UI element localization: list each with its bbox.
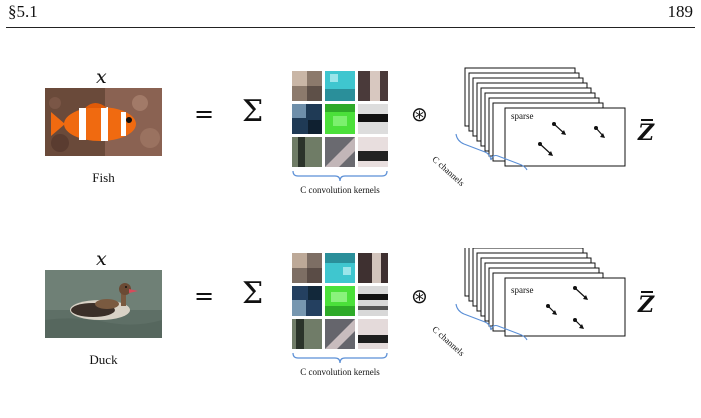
kernel-tile (292, 319, 322, 349)
kernel-tile (358, 253, 388, 283)
result-variable: Z (638, 291, 655, 318)
kernel-tile (358, 104, 388, 134)
page-number: 189 (667, 2, 694, 21)
kernel-tile (358, 71, 388, 101)
kernels-caption: C convolution kernels (300, 367, 380, 377)
kernel-grid (292, 253, 388, 349)
convolution-symbol: ⊛ (411, 284, 428, 308)
image-caption: Duck (89, 352, 118, 367)
kernel-tile (358, 286, 388, 316)
kernel-tile (325, 253, 355, 283)
input-variable: x (96, 66, 107, 88)
sum-symbol: Σ (242, 276, 264, 311)
sparse-feature-map-stack (455, 248, 626, 341)
kernel-tile (292, 286, 322, 316)
sparse-label: sparse (511, 285, 534, 295)
kernel-tile (358, 319, 388, 349)
fish-photo (45, 88, 162, 156)
figure-row-fish: x Fish = Σ C convoluti (0, 66, 701, 236)
kernel-tile (325, 286, 355, 316)
duck-photo (45, 270, 162, 338)
kernel-tile (292, 104, 322, 134)
kernel-grid (292, 71, 388, 167)
equals-sign: = (194, 100, 215, 128)
result-variable: Z (638, 119, 655, 146)
kernel-tile (292, 137, 322, 167)
kernel-tile (358, 137, 388, 167)
kernel-tile (325, 319, 355, 349)
sparse-feature-map-stack (455, 67, 626, 171)
header-rule (6, 27, 695, 28)
equals-sign: = (194, 282, 215, 310)
input-variable: x (96, 248, 107, 270)
section-number: §5.1 (8, 2, 38, 21)
kernel-tile (325, 137, 355, 167)
sum-symbol: Σ (242, 94, 264, 129)
convolution-symbol: ⊛ (411, 102, 428, 126)
kernels-caption: C convolution kernels (300, 185, 380, 195)
kernel-brace (292, 171, 388, 181)
kernel-tile (292, 71, 322, 101)
sparse-label: sparse (511, 111, 534, 121)
kernel-tile (325, 104, 355, 134)
kernel-tile (325, 71, 355, 101)
image-caption: Fish (92, 170, 115, 185)
kernel-brace (292, 353, 388, 363)
figure-row-duck: x Duck = Σ C convolution kernels ⊛ (0, 248, 701, 418)
kernel-tile (292, 253, 322, 283)
